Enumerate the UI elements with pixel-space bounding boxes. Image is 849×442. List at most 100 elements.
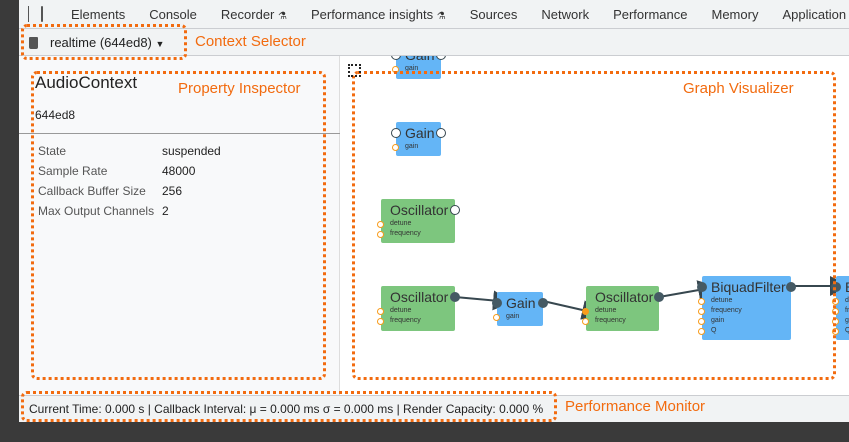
inspector-title: AudioContext [35, 73, 138, 92]
annotation-property-inspector [31, 71, 326, 380]
oscillator-node[interactable]: Oscillator detune frequency [377, 199, 460, 243]
param-label: detune [845, 297, 849, 304]
trash-icon[interactable] [29, 37, 38, 49]
param-port[interactable] [698, 328, 705, 335]
gain-node[interactable]: Gain gain [391, 122, 446, 156]
performance-monitor: Current Time: 0.000 s | Callback Interva… [19, 395, 849, 422]
output-port[interactable] [450, 205, 460, 215]
tab-recorder[interactable]: Recorder ⚗ [220, 6, 287, 22]
context-id: 644ed8 [35, 108, 76, 122]
node-title: Oscillator [390, 289, 449, 305]
param-port[interactable] [698, 318, 705, 325]
tab-performance[interactable]: Performance [613, 6, 688, 22]
property-row: Sample Rate 48000 [38, 164, 195, 178]
tab-bar: Elements Console Recorder ⚗ Performance … [19, 0, 849, 29]
tab-sources[interactable]: Sources [469, 6, 518, 22]
input-port[interactable] [831, 282, 841, 292]
output-port[interactable] [450, 292, 460, 302]
param-port[interactable] [698, 298, 705, 305]
devtools-window: Elements Console Recorder ⚗ Performance … [19, 0, 849, 422]
annotation-label: Context Selector [195, 33, 306, 50]
param-port[interactable] [377, 308, 384, 315]
node-title: BiquadFilter [845, 279, 849, 295]
param-port[interactable] [698, 308, 705, 315]
param-label: detune [595, 307, 617, 314]
property-value: suspended [162, 144, 221, 158]
param-label: frequency [390, 230, 421, 237]
tab-console[interactable]: Console [149, 6, 197, 22]
annotation-performance-monitor [21, 391, 557, 422]
divider [19, 133, 340, 134]
annotation-label: Graph Visualizer [683, 80, 794, 97]
annotation-label: Property Inspector [178, 80, 301, 97]
param-port[interactable] [392, 144, 399, 151]
param-label: gain [405, 143, 419, 150]
device-toolbar-icon[interactable] [41, 6, 43, 22]
inspect-element-icon[interactable] [28, 6, 29, 22]
param-label: detune [390, 307, 412, 314]
property-value: 48000 [162, 164, 196, 178]
param-label: frequency [390, 317, 421, 324]
param-label: Q [711, 327, 717, 334]
node-title: Oscillator [390, 202, 449, 218]
annotation-context-selector [21, 24, 187, 60]
param-label: gain [711, 317, 725, 324]
param-port[interactable] [377, 221, 384, 228]
param-label: frequency [845, 307, 849, 314]
input-port[interactable] [492, 298, 502, 308]
node-title: Gain [506, 295, 536, 311]
input-port[interactable] [391, 128, 401, 138]
param-label: gain [845, 317, 849, 324]
property-value: 256 [162, 184, 183, 198]
annotation-label: Performance Monitor [565, 398, 706, 415]
tab-network[interactable]: Network [541, 6, 590, 22]
property-row: Callback Buffer Size 256 [38, 184, 182, 198]
param-port[interactable] [493, 314, 500, 321]
context-selector[interactable]: realtime (644ed8) ▼ [50, 34, 165, 50]
param-label: Q [845, 327, 849, 334]
output-port[interactable] [654, 292, 664, 302]
tab-performance-insights[interactable]: Performance insights ⚗ [310, 6, 446, 22]
gain-node[interactable]: Gain gain [492, 292, 548, 326]
oscillator-node[interactable]: Oscillator detune frequency [377, 286, 460, 331]
param-label: frequency [595, 317, 626, 324]
param-port[interactable] [377, 231, 384, 238]
property-name: Callback Buffer Size [38, 184, 146, 198]
input-port[interactable] [697, 282, 707, 292]
oscillator-node[interactable]: Oscillator detune frequency [582, 286, 664, 331]
property-name: Sample Rate [38, 164, 108, 178]
property-name: State [38, 144, 67, 158]
flask-icon: ⚗ [436, 10, 446, 22]
flask-icon: ⚗ [278, 10, 287, 22]
param-port[interactable] [582, 308, 589, 315]
param-label: gain [506, 313, 520, 320]
param-label: detune [711, 297, 733, 304]
tab-memory[interactable]: Memory [711, 6, 759, 22]
node-title: Gain [405, 125, 435, 141]
param-port[interactable] [582, 318, 589, 325]
graph-origin-marker [348, 64, 361, 77]
tab-elements[interactable]: Elements [71, 6, 126, 22]
node-title: Gain [405, 56, 435, 63]
graph-visualizer: GaingainGaingainOscillatordetunefrequenc… [340, 56, 849, 395]
tab-application[interactable]: Application [782, 6, 847, 22]
node-title: BiquadFilter [711, 279, 786, 295]
property-row: Max Output Channels 2 [38, 204, 169, 218]
output-port[interactable] [786, 282, 796, 292]
output-port[interactable] [538, 298, 548, 308]
property-name: Max Output Channels [38, 204, 155, 218]
property-row: State suspended [38, 144, 221, 158]
param-label: gain [405, 65, 419, 72]
param-port[interactable] [377, 318, 384, 325]
annotation-graph-visualizer [352, 71, 836, 380]
node-title: Oscillator [595, 289, 654, 305]
param-label: detune [390, 220, 412, 227]
chevron-down-icon: ▼ [155, 38, 165, 49]
toolbar: realtime (644ed8) ▼ [19, 29, 849, 56]
output-port[interactable] [436, 128, 446, 138]
param-label: frequency [711, 307, 742, 314]
property-value: 2 [162, 204, 169, 218]
